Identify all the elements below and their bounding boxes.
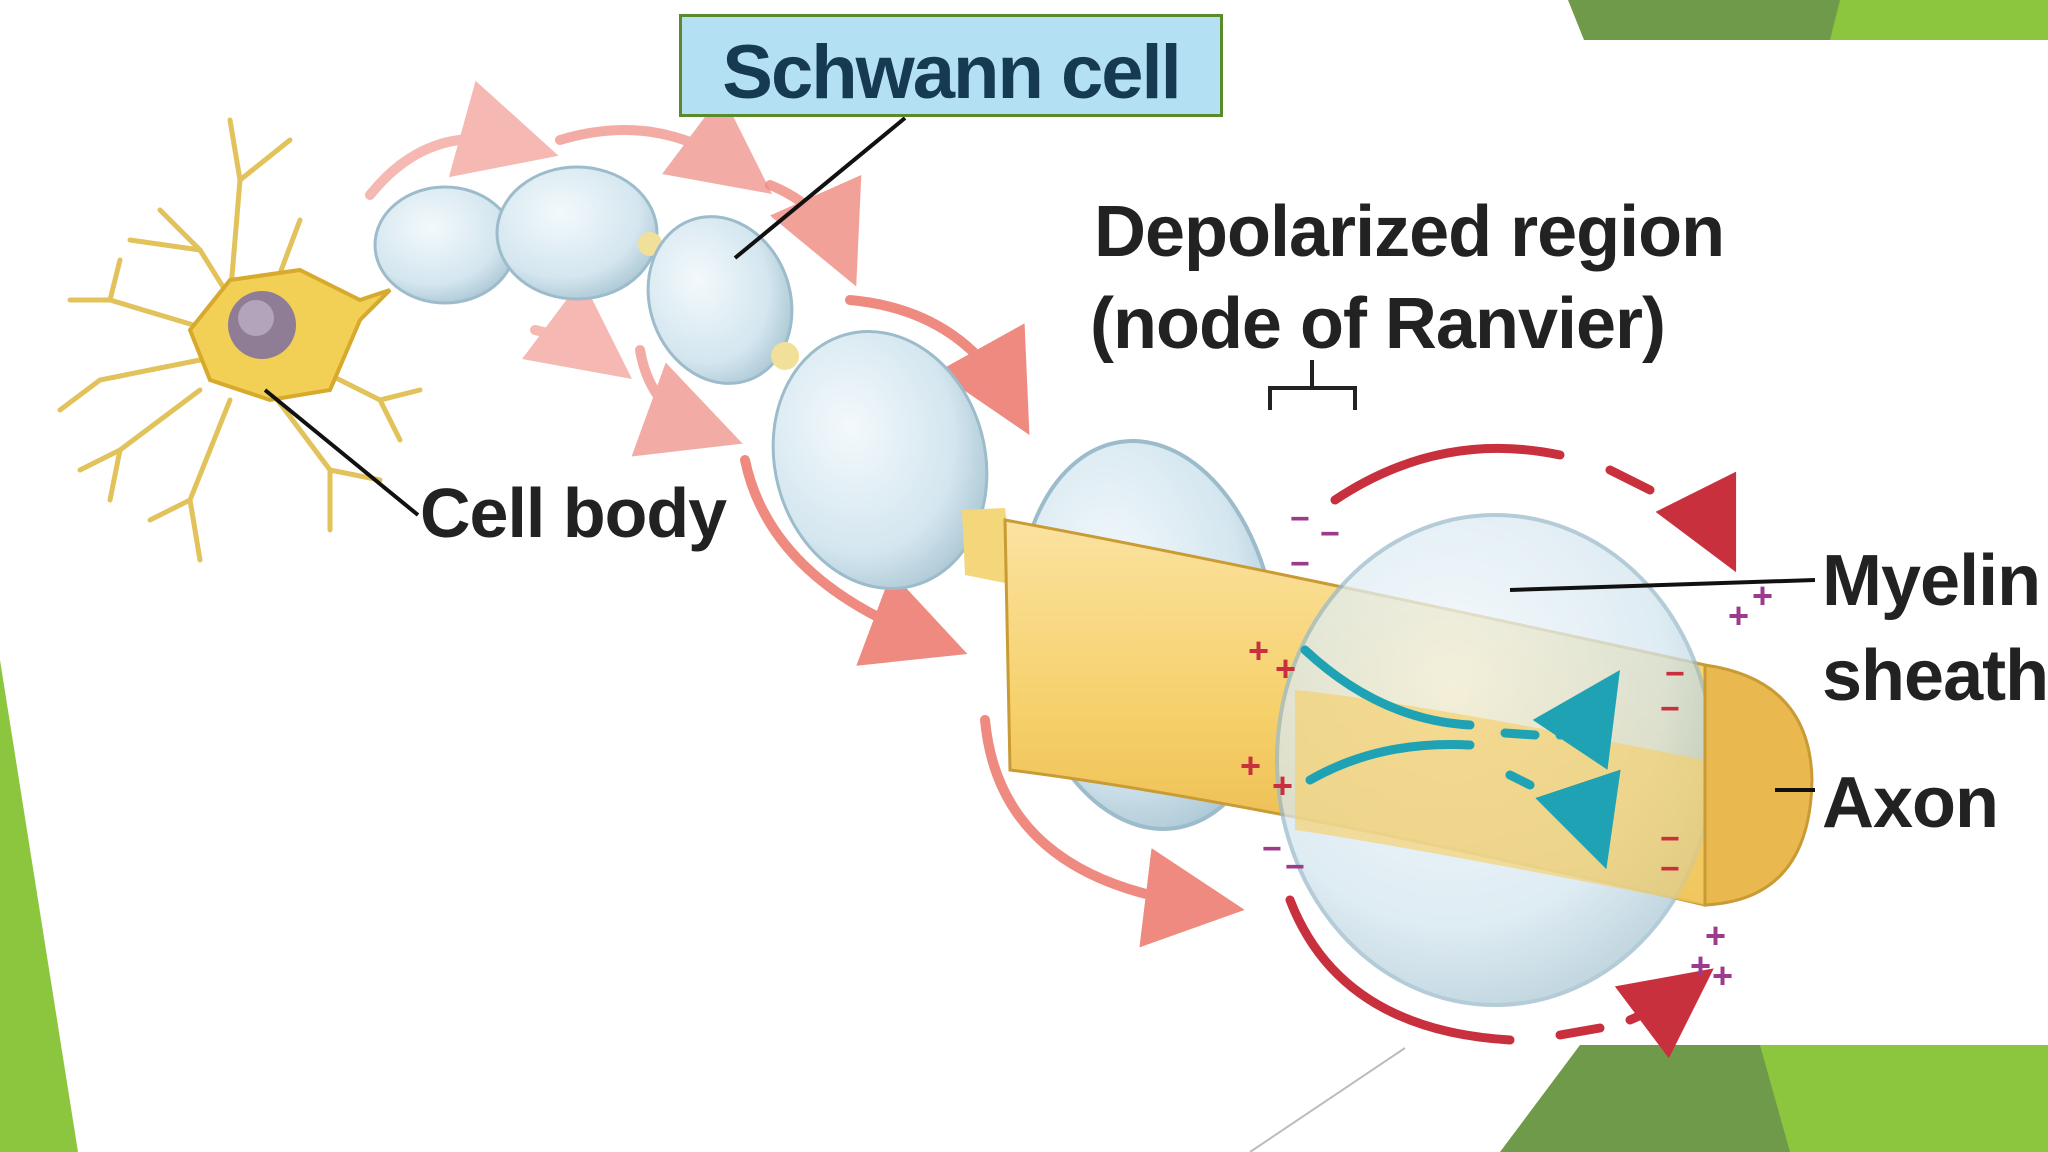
- minus-charge: −: [1660, 820, 1680, 858]
- depolarized-region-label: Depolarized region: [1094, 192, 1725, 272]
- plus-charge: +: [1705, 915, 1727, 956]
- cell-body-label: Cell body: [420, 474, 727, 552]
- plus-charge: +: [1272, 765, 1294, 806]
- minus-charge: −: [1665, 655, 1685, 693]
- minus-charge: −: [1320, 515, 1340, 553]
- plus-charge: +: [1275, 648, 1297, 689]
- sheath-label: sheath: [1822, 636, 2048, 716]
- plus-charge: +: [1712, 955, 1734, 996]
- minus-charge: −: [1660, 850, 1680, 888]
- minus-charge: −: [1660, 690, 1680, 728]
- schwann-cell-label-box: Schwann cell: [679, 14, 1223, 117]
- axon-label: Axon: [1822, 763, 1999, 843]
- minus-charge: −: [1285, 848, 1305, 886]
- leader-lines: [263, 116, 1816, 792]
- plus-charge: +: [1690, 945, 1712, 986]
- plus-charge: +: [1728, 595, 1750, 636]
- plus-charge: +: [1248, 630, 1270, 671]
- red-current-arrows: [1285, 443, 1737, 1059]
- teal-current-arrows: [1300, 645, 1621, 870]
- schwann-cell-label: Schwann cell: [722, 30, 1182, 115]
- minus-charge: −: [1262, 830, 1282, 868]
- minus-charge: −: [1290, 500, 1310, 538]
- pink-current-arrows: [365, 80, 1245, 948]
- plus-charge: +: [1240, 745, 1262, 786]
- minus-charge: −: [1290, 545, 1310, 583]
- plus-charge: +: [1752, 575, 1774, 616]
- node-bracket: [1268, 360, 1357, 410]
- myelin-label: Myelin: [1822, 541, 2041, 621]
- node-of-ranvier-label: (node of Ranvier): [1090, 284, 1666, 364]
